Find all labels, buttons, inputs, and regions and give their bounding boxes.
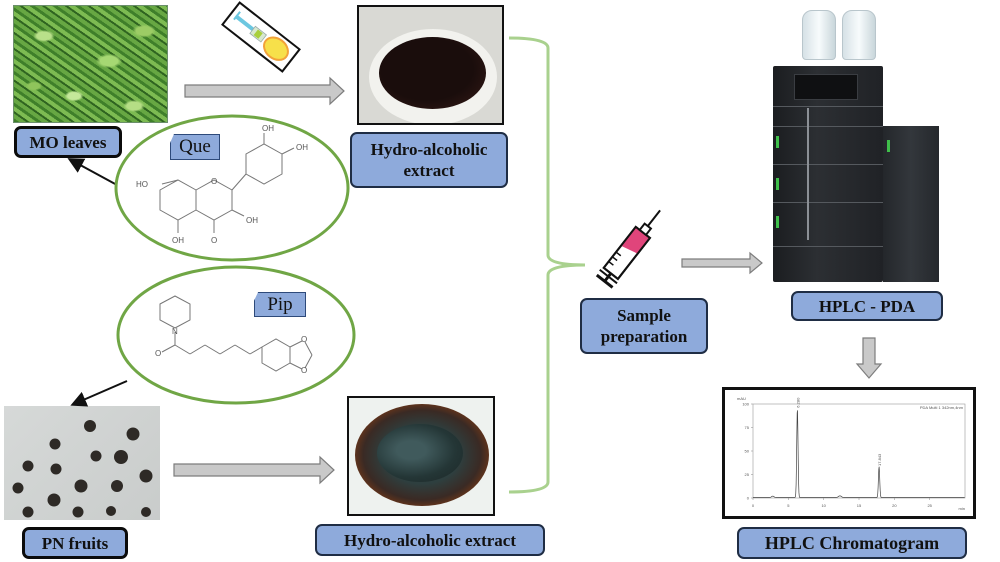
arrow-hplc-to-chromatogram bbox=[855, 337, 883, 379]
mo-leaves-label: MO leaves bbox=[14, 126, 122, 158]
pip-atom-n: N bbox=[172, 327, 178, 336]
sample-text-1: Sample bbox=[617, 306, 671, 325]
pip-atom-o-1: O bbox=[301, 335, 307, 344]
que-atom-oh-2: OH bbox=[296, 143, 308, 152]
x-tick-label: 20 bbox=[892, 503, 897, 508]
hplc-pda-label: HPLC - PDA bbox=[791, 291, 943, 321]
y-tick-label: 0 bbox=[747, 496, 750, 501]
arrow-fruits-to-extract bbox=[173, 455, 335, 485]
extract-contents bbox=[379, 37, 486, 109]
y-tick-label: 75 bbox=[745, 425, 750, 430]
que-atom-ho: HO bbox=[136, 180, 148, 189]
hplc-pda-text: HPLC - PDA bbox=[818, 296, 916, 316]
pn-fruits-text: PN fruits bbox=[41, 533, 109, 553]
que-atom-oh-1: OH bbox=[262, 124, 274, 133]
arrow-piperine-to-fruits bbox=[70, 380, 128, 407]
x-tick-label: 0 bbox=[752, 503, 755, 508]
solvent-bottle-right bbox=[842, 10, 876, 60]
que-atom-oh-3: OH bbox=[246, 216, 258, 225]
module-divider-1 bbox=[773, 106, 883, 107]
y-tick-label: 50 bbox=[745, 449, 750, 454]
solvent-bottle-left bbox=[802, 10, 836, 60]
module-divider-4 bbox=[773, 202, 883, 203]
pn-fruits-label: PN fruits bbox=[22, 527, 128, 559]
pip-atom-o-keto: O bbox=[155, 349, 161, 358]
x-axis-unit: min bbox=[959, 506, 965, 511]
que-atom-o-keto: O bbox=[211, 236, 217, 245]
y-tick-label: 100 bbox=[742, 402, 749, 407]
sample-preparation-label: Sample preparation bbox=[580, 298, 708, 354]
x-tick-label: 15 bbox=[857, 503, 862, 508]
pn-fruits-photo bbox=[4, 406, 160, 520]
hplc-instrument-image bbox=[772, 8, 952, 288]
mo-leaves-text: MO leaves bbox=[29, 132, 107, 152]
piperine-tag: Pip bbox=[254, 292, 306, 317]
quercetin-tag: Que bbox=[170, 134, 220, 160]
piperine-structure bbox=[159, 295, 313, 372]
que-atom-o-ring: O bbox=[211, 177, 217, 186]
x-tick-label: 25 bbox=[927, 503, 932, 508]
peak-label-1: 6.280 bbox=[795, 397, 800, 408]
module-divider-3 bbox=[773, 164, 883, 165]
chromatogram-plot: mAU min PDA Multi 1 342nm,4nm 100 75 50 25 00 5 1… bbox=[737, 396, 966, 511]
y-axis-unit: mAU bbox=[737, 396, 746, 401]
peak-label-2: 17.843 bbox=[877, 453, 882, 466]
status-led-1 bbox=[776, 136, 779, 148]
hplc-chromatogram-label: HPLC Chromatogram bbox=[737, 527, 967, 559]
module-divider-2 bbox=[773, 126, 883, 127]
x-tick-label: 5 bbox=[787, 503, 790, 508]
module-divider-5 bbox=[773, 246, 883, 247]
top-extract-photo bbox=[357, 5, 504, 125]
arrow-leaves-to-extract bbox=[184, 76, 345, 106]
x-tick-label: 10 bbox=[821, 503, 826, 508]
piperine-ellipse bbox=[116, 265, 356, 405]
top-extract-text-1: Hydro-alcoholic bbox=[370, 140, 488, 159]
apparatus-drawing bbox=[233, 11, 289, 61]
top-extract-label: Hydro-alcoholic extract bbox=[350, 132, 508, 188]
que-atom-oh-4: OH bbox=[172, 236, 184, 245]
syringe-icon bbox=[595, 209, 661, 289]
bottom-extract-label: Hydro-alcoholic extract bbox=[315, 524, 545, 556]
pip-atom-o-2: O bbox=[301, 366, 307, 375]
bottom-extract-text: Hydro-alcoholic extract bbox=[343, 530, 516, 550]
hplc-chromatogram-text: HPLC Chromatogram bbox=[764, 532, 940, 553]
grouping-bracket bbox=[508, 36, 586, 494]
bottom-extract-photo bbox=[347, 396, 495, 516]
quercetin-ellipse bbox=[114, 114, 350, 262]
sample-text-2: preparation bbox=[600, 327, 688, 346]
arrow-quercetin-to-leaves bbox=[67, 158, 118, 186]
hplc-side-module bbox=[883, 126, 939, 282]
quercetin-tag-text: Que bbox=[179, 136, 211, 157]
side-led bbox=[887, 140, 890, 152]
detector-label: PDA Multi 1 342nm,4nm bbox=[920, 405, 964, 410]
chromatogram-trace bbox=[753, 410, 965, 498]
front-door-line bbox=[807, 108, 809, 240]
peppercorns bbox=[12, 420, 153, 518]
mo-leaves-photo bbox=[13, 5, 168, 123]
piperine-tag-text: Pip bbox=[267, 293, 293, 315]
status-led-3 bbox=[776, 216, 779, 228]
dish-residue-inner bbox=[377, 424, 463, 482]
status-led-2 bbox=[776, 178, 779, 190]
hplc-display-panel bbox=[794, 74, 858, 100]
y-tick-label: 25 bbox=[745, 472, 750, 477]
arrow-sample-to-hplc bbox=[681, 251, 763, 275]
top-extract-text-2: extract bbox=[403, 161, 455, 180]
quercetin-structure bbox=[159, 133, 295, 233]
soxhlet-apparatus-icon bbox=[221, 1, 301, 73]
